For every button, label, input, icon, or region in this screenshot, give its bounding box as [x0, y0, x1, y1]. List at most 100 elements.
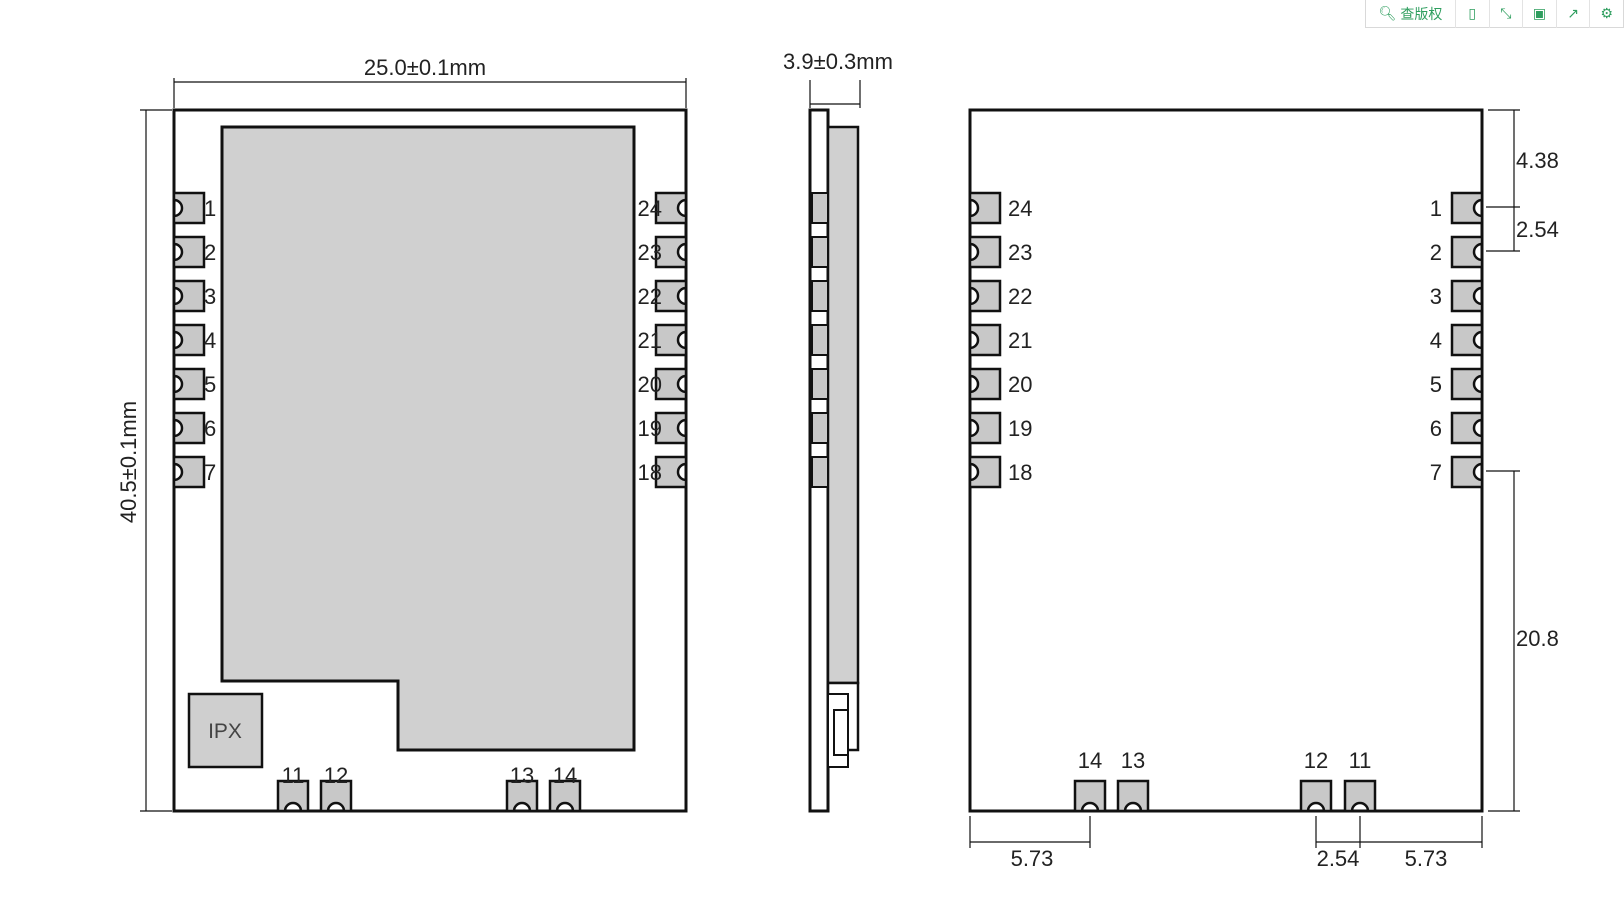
pin-label-11: 11 — [282, 763, 305, 788]
pin-label-21: 21 — [638, 328, 662, 353]
side-pin-pad — [811, 456, 829, 488]
front-width-label: 25.0±0.1mm — [364, 55, 486, 80]
ipx-label: IPX — [208, 720, 242, 743]
copy-icon: ▯ — [1468, 5, 1477, 22]
pin-label-14: 14 — [553, 763, 577, 788]
pin-pad — [172, 279, 206, 313]
pin-pad — [968, 191, 1002, 225]
pin-pad — [654, 191, 688, 225]
pin-pad — [1116, 779, 1150, 813]
back-pin-label-12: 12 — [1304, 748, 1328, 773]
side-view: 3.9±0.3mm — [783, 49, 893, 813]
pin-label-2: 2 — [204, 240, 216, 265]
pin-pad — [172, 411, 206, 445]
front-height-label: 40.5±0.1mm — [116, 401, 141, 523]
pin-label-18: 18 — [638, 460, 662, 485]
pin-pad — [968, 455, 1002, 489]
pin-pad — [1450, 279, 1484, 313]
side-pin-pad — [811, 412, 829, 444]
pin-pad — [968, 367, 1002, 401]
side-pin-pad — [811, 192, 829, 224]
pin-pad — [172, 367, 206, 401]
back-dim-bottom-left-label: 5.73 — [1011, 846, 1054, 871]
pin-pad — [1450, 411, 1484, 445]
pin-label-20: 20 — [638, 372, 662, 397]
pin-pad — [1450, 367, 1484, 401]
back-pin-label-2: 2 — [1430, 240, 1442, 265]
pin-pad — [319, 779, 353, 813]
pin-pad — [172, 455, 206, 489]
pin-label-6: 6 — [204, 416, 216, 441]
settings-icon: ⚙ — [1600, 5, 1613, 22]
back-board-outline — [968, 108, 1484, 813]
share-icon: ↗ — [1567, 5, 1579, 22]
pin-label-7: 7 — [204, 460, 216, 485]
back-pin-label-18: 18 — [1008, 460, 1032, 485]
back-pin-label-20: 20 — [1008, 372, 1032, 397]
pin-pad — [1073, 779, 1107, 813]
pin-pad — [276, 779, 310, 813]
back-pin-label-13: 13 — [1121, 748, 1145, 773]
pin-pad — [654, 323, 688, 357]
settings-button[interactable]: ⚙ — [1589, 0, 1623, 28]
pin-label-23: 23 — [638, 240, 662, 265]
back-pin-label-5: 5 — [1430, 372, 1442, 397]
back-dim-bottom-pitch-label: 2.54 — [1317, 846, 1360, 871]
pin-pad — [968, 235, 1002, 269]
image-toolbar: 🔍︎ 查版权 ▯ ⤡ ▣ ↗ ⚙ — [1365, 0, 1624, 28]
pin-pad — [1299, 779, 1333, 813]
back-pin-label-21: 21 — [1008, 328, 1032, 353]
pin-pad — [1450, 235, 1484, 269]
back-pin-label-6: 6 — [1430, 416, 1442, 441]
back-pin-label-1: 1 — [1430, 196, 1442, 221]
pin-label-19: 19 — [638, 416, 662, 441]
pin-pad — [654, 235, 688, 269]
back-dim-bottom-right-label: 5.73 — [1405, 846, 1448, 871]
pin-pad — [968, 279, 1002, 313]
back-pin-label-22: 22 — [1008, 284, 1032, 309]
pin-pad — [654, 367, 688, 401]
pin-label-22: 22 — [638, 284, 662, 309]
back-pin-label-19: 19 — [1008, 416, 1032, 441]
pin-pad — [1450, 323, 1484, 357]
pin-pad — [968, 411, 1002, 445]
side-pin-pad — [811, 236, 829, 268]
share-button[interactable]: ↗ — [1555, 0, 1590, 28]
copy-button[interactable]: ▯ — [1454, 0, 1489, 28]
ipx-connector — [187, 692, 264, 769]
shield-can — [220, 125, 636, 752]
back-dim-top-label: 4.38 — [1516, 148, 1559, 173]
copyright-search-button[interactable]: 🔍︎ 查版权 — [1366, 0, 1455, 28]
pin-label-24: 24 — [638, 196, 662, 221]
pin-label-4: 4 — [204, 328, 216, 353]
back-dim-side-label: 20.8 — [1516, 626, 1559, 651]
pin-pad — [654, 279, 688, 313]
pin-pad — [1343, 779, 1377, 813]
pin-pad — [172, 323, 206, 357]
back-pin-label-23: 23 — [1008, 240, 1032, 265]
back-pin-label-4: 4 — [1430, 328, 1442, 353]
save-button[interactable]: ▣ — [1522, 0, 1556, 28]
pin-pad — [654, 455, 688, 489]
back-pin-label-7: 7 — [1430, 460, 1442, 485]
pin-label-1: 1 — [204, 196, 216, 221]
side-pin-pad — [811, 368, 829, 400]
save-icon: ▣ — [1532, 5, 1547, 22]
fullscreen-button[interactable]: ⤡ — [1488, 0, 1523, 28]
side-pads — [811, 192, 829, 488]
side-shield — [826, 125, 860, 685]
search-icon: 🔍︎ — [1378, 5, 1397, 22]
pin-pad — [172, 191, 206, 225]
pin-label-3: 3 — [204, 284, 216, 309]
pin-pad — [172, 235, 206, 269]
side-pin-pad — [811, 324, 829, 356]
side-ipx-body — [833, 709, 849, 756]
